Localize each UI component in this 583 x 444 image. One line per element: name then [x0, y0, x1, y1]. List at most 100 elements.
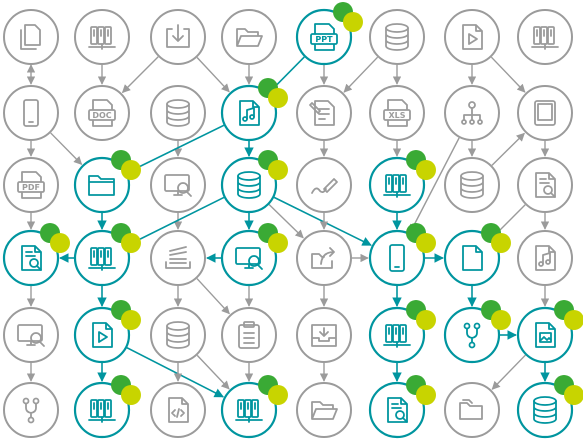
node-blank-file[interactable]: [443, 223, 511, 287]
node-monitor-search[interactable]: [220, 223, 288, 287]
node-tablet[interactable]: [517, 85, 573, 141]
status-dot-lime: [491, 310, 511, 330]
status-dot-lime: [416, 160, 436, 180]
share-export-icon: [311, 247, 335, 269]
node-circle: [296, 157, 352, 213]
doc-file-icon: DOC: [88, 99, 116, 127]
node-ppt-file[interactable]: PPT: [295, 2, 363, 66]
node-monitor-search[interactable]: [150, 157, 206, 213]
node-folder[interactable]: [73, 150, 141, 214]
server-rack-icon: [88, 26, 116, 50]
database-icon: [460, 171, 484, 199]
file-type-label: PDF: [22, 183, 40, 192]
server-rack-icon: [88, 399, 116, 423]
node-server-rack[interactable]: [220, 375, 288, 439]
node-circle: [516, 381, 574, 439]
edge-n-r4c7-to-n-r5c6: [491, 354, 526, 390]
node-circle: [74, 9, 130, 65]
xls-file-icon: XLS: [383, 99, 411, 127]
node-server-rack[interactable]: [517, 9, 573, 65]
node-monitor-search[interactable]: [3, 307, 59, 363]
database-icon: [533, 396, 557, 424]
node-server-rack[interactable]: [74, 9, 130, 65]
node-database[interactable]: [369, 9, 425, 65]
node-document-search[interactable]: [2, 223, 70, 287]
node-circle: [296, 85, 352, 141]
node-clipboard[interactable]: [221, 307, 277, 363]
node-server-rack[interactable]: [73, 375, 141, 439]
node-code-file[interactable]: [150, 382, 206, 438]
node-circle: [150, 230, 206, 286]
database-icon: [166, 321, 190, 349]
document-search-icon: [535, 172, 556, 198]
edge-n-r2c3-to-n-r3c5: [273, 196, 372, 246]
folder-icon: [88, 175, 115, 196]
node-doc-file[interactable]: DOC: [74, 85, 130, 141]
node-edit-document[interactable]: [296, 85, 352, 141]
node-circle: [517, 230, 573, 286]
document-search-icon: [387, 397, 408, 423]
node-database[interactable]: [150, 85, 206, 141]
node-inbox-download[interactable]: [150, 9, 206, 65]
edge-n-r0c2-to-n-r1c1: [121, 56, 159, 94]
node-folder-open[interactable]: [221, 9, 277, 65]
edge-n-r0c6-to-n-r1c7: [490, 56, 526, 93]
status-dot-lime: [416, 385, 436, 405]
server-rack-icon: [531, 26, 559, 50]
node-server-rack[interactable]: [368, 150, 436, 214]
smartphone-icon: [389, 244, 405, 272]
node-database[interactable]: [516, 375, 583, 439]
node-document-search[interactable]: [517, 157, 573, 213]
git-branch-icon: [463, 322, 481, 349]
smartphone-icon: [23, 99, 39, 127]
edge-n-r0c5-to-n-r1c4: [343, 56, 379, 93]
node-documents[interactable]: [3, 9, 59, 65]
node-database[interactable]: [444, 157, 500, 213]
node-server-rack[interactable]: [73, 223, 141, 287]
node-folder-open[interactable]: [296, 382, 352, 438]
node-circle: [296, 230, 352, 286]
status-dot-lime: [121, 160, 141, 180]
node-pen-sign[interactable]: [296, 157, 352, 213]
node-circle: [444, 9, 500, 65]
node-circle: [368, 229, 426, 287]
node-folder-stack[interactable]: [444, 382, 500, 438]
node-database[interactable]: [150, 307, 206, 363]
status-dot-lime: [268, 160, 288, 180]
node-share-export[interactable]: [296, 230, 352, 286]
node-xls-file[interactable]: XLS: [369, 85, 425, 141]
node-git-branch[interactable]: [443, 300, 511, 364]
server-rack-icon: [235, 399, 263, 423]
node-pdf-file[interactable]: PDF: [3, 157, 59, 213]
server-rack-icon: [383, 174, 411, 198]
status-dot-lime: [268, 385, 288, 405]
node-circle: [443, 229, 501, 287]
node-smartphone[interactable]: [3, 85, 59, 141]
node-circle: [220, 381, 278, 439]
node-video-file[interactable]: [73, 300, 141, 364]
node-database[interactable]: [220, 150, 288, 214]
document-search-icon: [21, 245, 42, 271]
node-hierarchy[interactable]: [444, 85, 500, 141]
node-music-file[interactable]: [220, 78, 288, 142]
folder-open-icon: [311, 401, 338, 420]
node-circle: [517, 85, 573, 141]
status-dot-lime: [491, 233, 511, 253]
node-git-branch[interactable]: [3, 382, 59, 438]
node-circle: [221, 307, 277, 363]
node-circle: [368, 381, 426, 439]
node-circle: [3, 9, 59, 65]
node-music-file[interactable]: [517, 230, 573, 286]
status-dot-lime: [121, 310, 141, 330]
hierarchy-icon: [461, 101, 483, 125]
node-video-file[interactable]: [444, 9, 500, 65]
node-smartphone[interactable]: [368, 223, 436, 287]
node-server-rack[interactable]: [368, 300, 436, 364]
node-stack-tray[interactable]: [150, 230, 206, 286]
edge-n-r4c1-to-n-r5c3: [126, 347, 225, 398]
inbox-download-icon: [166, 24, 190, 48]
node-document-search[interactable]: [368, 375, 436, 439]
node-image-file[interactable]: [516, 300, 583, 364]
node-download-box[interactable]: [296, 307, 352, 363]
node-circle: [443, 306, 501, 364]
